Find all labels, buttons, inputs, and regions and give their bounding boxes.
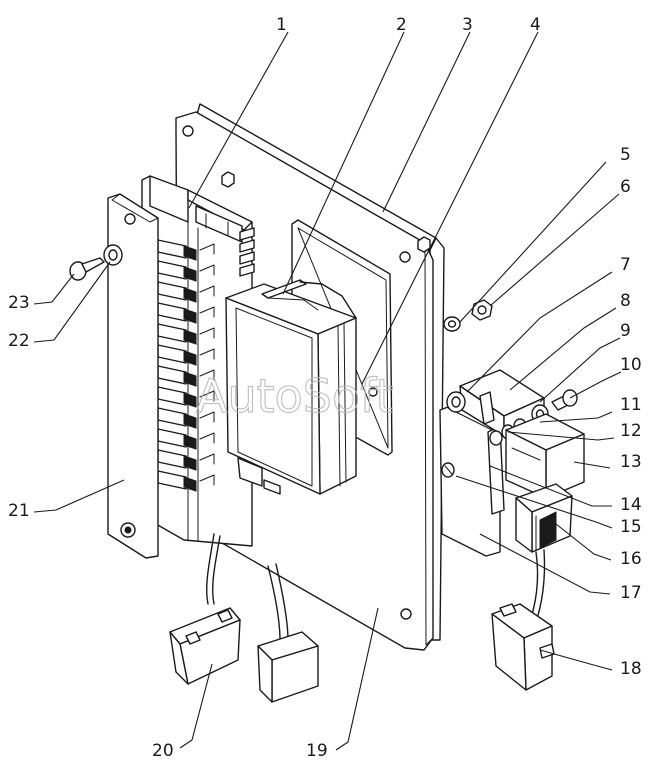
fuse-cover xyxy=(107,193,159,559)
fuse-insert xyxy=(183,413,197,429)
fuse-slots xyxy=(157,227,255,492)
fuse-insert xyxy=(183,476,197,492)
callout-19: 19 xyxy=(306,741,328,761)
callout-12: 12 xyxy=(620,421,642,441)
callout-7: 7 xyxy=(620,255,631,275)
fuse-insert xyxy=(183,329,197,345)
fuse-insert xyxy=(183,308,197,324)
screw-15 xyxy=(441,462,455,478)
terminal-tab xyxy=(199,453,215,465)
callout-15: 15 xyxy=(620,517,642,537)
connector-center xyxy=(257,631,319,703)
callout-6: 6 xyxy=(620,177,631,197)
terminal-tab xyxy=(199,264,215,276)
callout-10: 10 xyxy=(620,355,642,375)
cover-screw xyxy=(69,257,105,281)
watermark-text: AutoSoft xyxy=(196,369,394,423)
callout-1: 1 xyxy=(276,15,287,35)
bracket-17 xyxy=(439,403,505,557)
terminal-tab xyxy=(199,306,215,318)
terminal-tab xyxy=(199,285,215,297)
upper-terminal xyxy=(239,239,255,253)
callout-14: 14 xyxy=(620,495,642,515)
callout-23: 23 xyxy=(8,293,30,313)
callout-3: 3 xyxy=(462,15,473,35)
callout-9: 9 xyxy=(620,321,631,341)
connector-18 xyxy=(491,603,555,691)
relay-13 xyxy=(505,413,585,499)
terminal-tab xyxy=(199,348,215,360)
wiring-harness xyxy=(205,533,289,641)
terminal-tab xyxy=(199,432,215,444)
fuse-insert xyxy=(183,350,197,366)
washer-5 xyxy=(443,316,461,332)
fuse-insert xyxy=(183,392,197,408)
callout-4: 4 xyxy=(530,15,541,35)
fuse-insert xyxy=(183,266,197,282)
terminal-tab xyxy=(199,369,215,381)
callout-22: 22 xyxy=(8,331,30,351)
callout-13: 13 xyxy=(620,452,642,472)
fuse-insert xyxy=(183,371,197,387)
callout-20: 20 xyxy=(152,741,174,761)
terminal-tab xyxy=(199,327,215,339)
fuse-insert xyxy=(183,245,197,261)
terminal-tab xyxy=(199,411,215,423)
callout-5: 5 xyxy=(620,145,631,165)
fuse-insert xyxy=(183,434,197,450)
switch-body xyxy=(446,369,545,437)
callout-18: 18 xyxy=(620,659,642,679)
terminal-tab xyxy=(199,474,215,486)
terminal-tab xyxy=(199,390,215,402)
callout-21: 21 xyxy=(8,501,30,521)
fuse-insert xyxy=(183,287,197,303)
upper-terminal xyxy=(239,263,255,277)
bolt-10 xyxy=(551,389,578,411)
terminal-tab xyxy=(199,243,215,255)
callout-8: 8 xyxy=(620,291,631,311)
fuse-insert xyxy=(183,455,197,471)
relay-socket-16 xyxy=(515,483,573,553)
leader-lines xyxy=(33,31,622,751)
callout-16: 16 xyxy=(620,549,642,569)
callout-2: 2 xyxy=(396,15,407,35)
callout-17: 17 xyxy=(620,583,642,603)
nut-6 xyxy=(471,299,493,321)
callout-11: 11 xyxy=(620,395,642,415)
connector-left xyxy=(169,607,241,685)
callout-labels: 1 2 3 4 5 6 7 8 9 10 11 12 13 14 15 16 1… xyxy=(8,15,642,761)
relay-housing xyxy=(225,279,357,495)
upper-terminal xyxy=(239,251,255,265)
cover-washer xyxy=(103,244,123,266)
upper-terminal xyxy=(239,227,255,241)
